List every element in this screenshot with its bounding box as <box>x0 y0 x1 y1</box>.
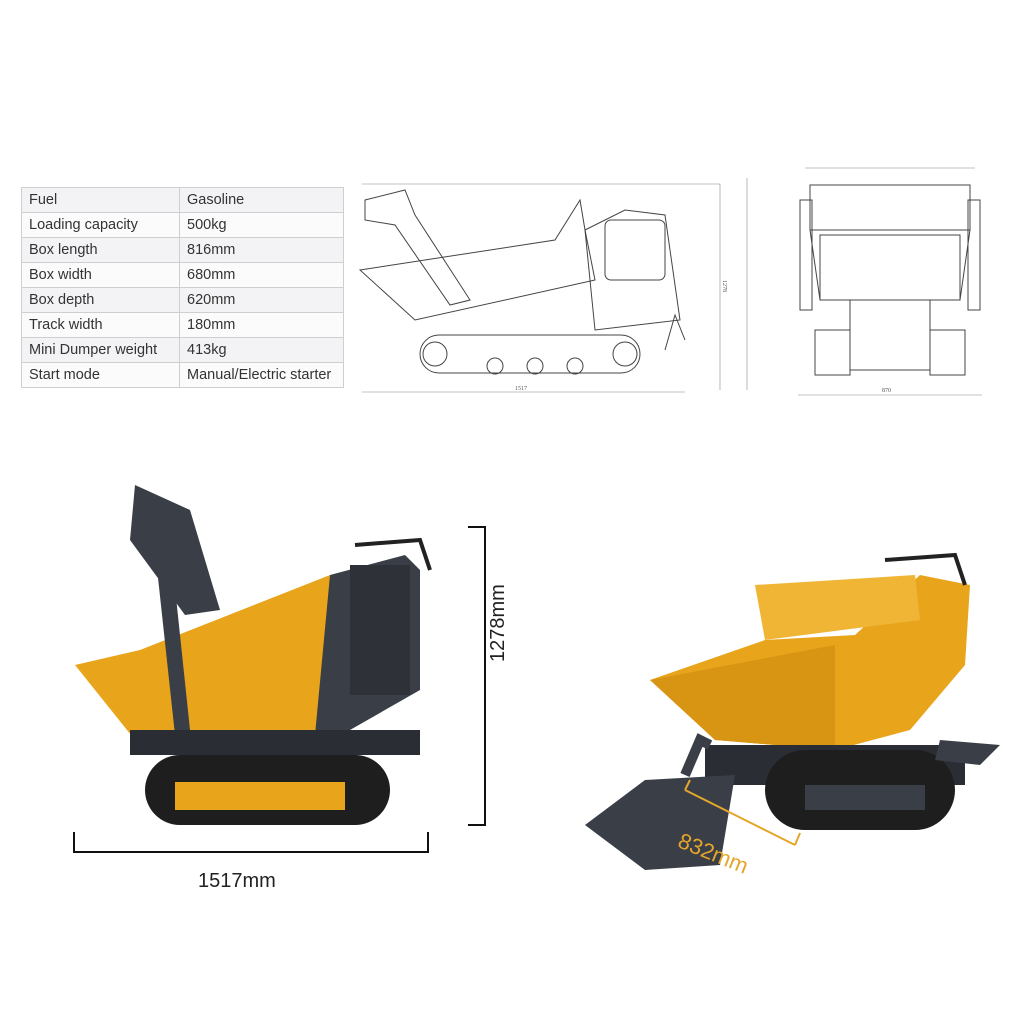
spec-label: Track width <box>21 312 180 338</box>
spec-label: Mini Dumper weight <box>21 337 180 363</box>
spec-value: 413kg <box>179 337 344 363</box>
front-view-drawing: 870 <box>798 167 982 396</box>
front-width-label: 870 <box>882 388 891 394</box>
side-view-drawing: 1517 1278 <box>358 178 748 393</box>
length-dimension-label: 1517mm <box>198 870 276 892</box>
spec-label: Start mode <box>21 362 180 388</box>
side-height-label: 1278 <box>721 280 727 292</box>
angled-view-photo <box>585 552 1000 870</box>
spec-value: Gasoline <box>179 187 344 213</box>
spec-value: 500kg <box>179 212 344 238</box>
spec-label: Loading capacity <box>21 212 180 238</box>
spec-value: 620mm <box>179 287 344 313</box>
height-dimension-label: 1278mm <box>487 584 509 662</box>
spec-label: Box width <box>21 262 180 288</box>
side-view-photo <box>75 485 432 825</box>
spec-value: 816mm <box>179 237 344 263</box>
spec-value: 680mm <box>179 262 344 288</box>
spec-label: Box depth <box>21 287 180 313</box>
spec-value: Manual/Electric starter <box>179 362 344 388</box>
spec-value: 180mm <box>179 312 344 338</box>
spec-label: Box length <box>21 237 180 263</box>
spec-label: Fuel <box>21 187 180 213</box>
side-length-label: 1517 <box>515 386 527 392</box>
photo-dimension-lines <box>73 526 486 853</box>
